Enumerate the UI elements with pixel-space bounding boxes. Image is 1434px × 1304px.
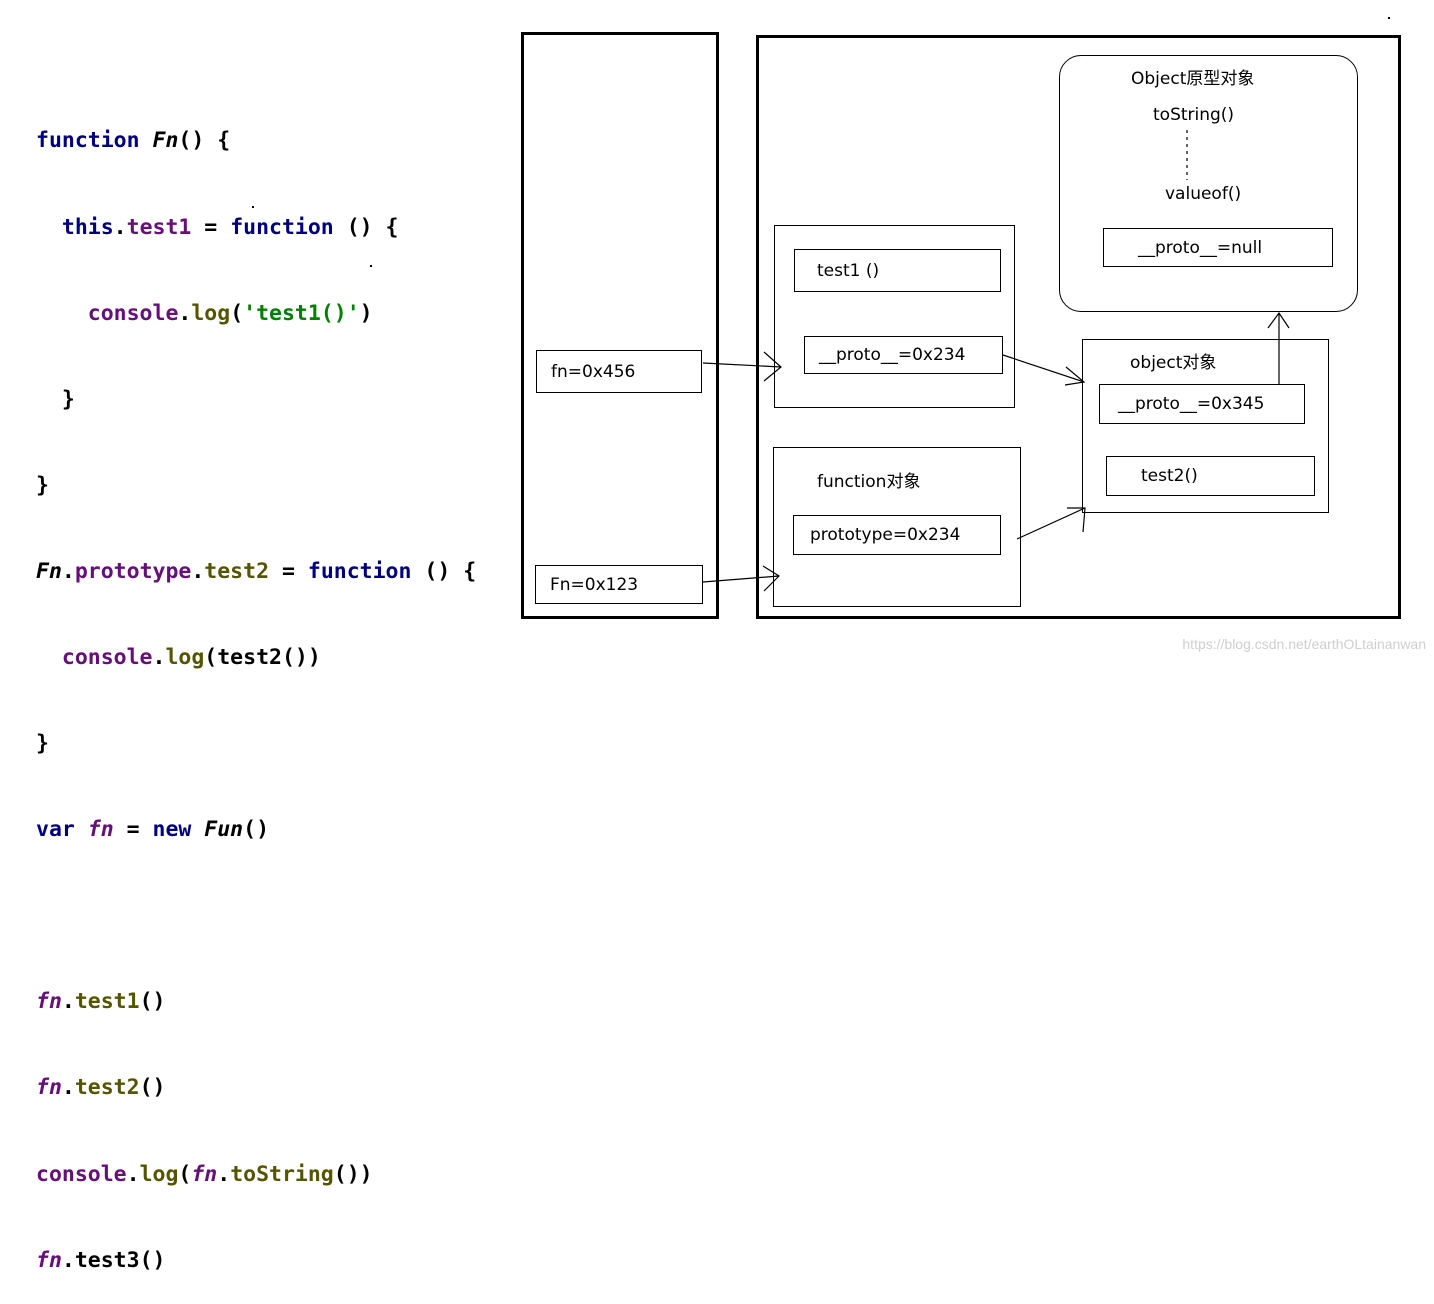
arrow-Fn-to-function [702, 565, 780, 592]
code-line-6: Fn.prototype.test2 = function () { [36, 558, 477, 584]
object-prototype-valueof: valueof() [1165, 184, 1242, 204]
heap-frame [756, 35, 1401, 619]
object-prototype [1059, 55, 1358, 312]
instance-test1: test1 () [794, 249, 1001, 292]
code-line-14: fn.test3() [36, 1247, 166, 1273]
prototype-object-title: object对象 [1130, 353, 1217, 373]
arrow-proto-to-object-prototype [1267, 311, 1290, 384]
stack-Fn-ref: Fn=0x123 [535, 565, 703, 604]
arrows-layer [702, 130, 1290, 592]
code-line-10 [36, 902, 476, 931]
code-line-1: function Fn() { [36, 128, 231, 154]
arrow-prototype-to-prototype-object [1016, 507, 1086, 540]
object-prototype-title: Object原型对象 [1131, 69, 1255, 89]
prototype-proto: __proto__=0x345 [1099, 384, 1305, 424]
arrow-proto-to-prototype [1002, 354, 1086, 386]
instance-proto: __proto__=0x234 [804, 336, 1003, 374]
function-object-title: function对象 [817, 472, 921, 492]
code-line-13: console.log(fn.toString()) [36, 1161, 373, 1187]
object-prototype-proto: __proto__=null [1103, 228, 1333, 267]
code-line-11: fn.test1() [36, 989, 166, 1015]
code-line-2: this.test1 = function () { [61, 214, 399, 240]
code-line-12: fn.test2() [36, 1075, 166, 1101]
stack-fn-ref: fn=0x456 [536, 350, 702, 393]
speck [252, 206, 254, 208]
watermark: https://blog.csdn.net/earthOLtainanwan [1182, 636, 1426, 652]
speck [1388, 17, 1390, 19]
prototype-test2: test2() [1106, 456, 1315, 496]
code-line-9: var fn = new Fun() [36, 817, 270, 843]
function-prototype: prototype=0x234 [793, 515, 1001, 555]
arrow-fn-to-instance [702, 351, 782, 382]
stack-frame [521, 32, 719, 619]
code-line-8: } [36, 731, 49, 757]
code-line-5: } [36, 472, 49, 498]
object-prototype-tostring: toString() [1153, 105, 1235, 125]
code-line-4: } [61, 386, 75, 412]
code-line-3: console.log('test1()') [87, 300, 373, 326]
speck [370, 265, 372, 267]
